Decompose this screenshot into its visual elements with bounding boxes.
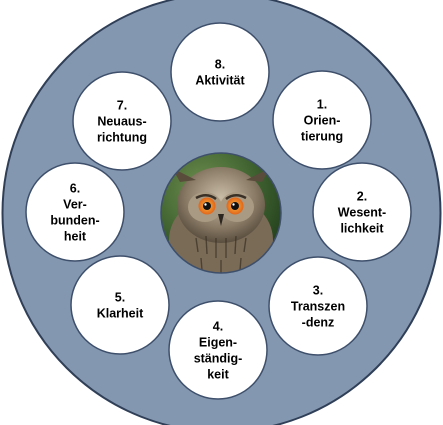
node-circle: [272, 70, 372, 170]
node-number: 1.: [317, 98, 327, 112]
node-number: 5.: [115, 291, 125, 305]
node-label-line: -denz: [302, 316, 335, 330]
node-3: 3. Transzen -denz: [268, 256, 368, 356]
node-circle: [268, 256, 368, 356]
node-6: 6. Ver-bunden-heit: [25, 162, 125, 262]
node-number: 2.: [357, 190, 367, 204]
node-label-line: Orien-: [304, 114, 341, 128]
node-number: 7.: [117, 99, 127, 113]
node-label-line: Aktivität: [195, 74, 245, 88]
node-circle: [72, 71, 172, 171]
center-image-border: [160, 152, 282, 274]
node-label-line: Eigen-: [199, 336, 237, 350]
node-label-line: Neuaus-: [97, 115, 146, 129]
node-number: 4.: [213, 320, 223, 334]
node-label-line: richtung: [97, 131, 147, 145]
node-number: 8.: [215, 58, 225, 72]
node-label-line: keit: [207, 368, 229, 382]
owl-photo: [161, 153, 281, 273]
node-label-line: Wesent-: [338, 206, 386, 220]
node-label-line: Klarheit: [97, 307, 144, 321]
node-1: 1. Orien-tierung: [272, 70, 372, 170]
node-4: 4. Eigen-ständig-keit: [168, 300, 268, 400]
node-label-line: Ver-: [63, 198, 87, 212]
node-label-line: ständig-: [194, 352, 243, 366]
node-label-line: Transzen: [291, 300, 345, 314]
node-number: 6.: [70, 182, 80, 196]
node-circle: [312, 162, 412, 262]
node-8: 8. Aktivität: [170, 22, 270, 122]
node-circle: [168, 300, 268, 400]
node-circle: [170, 22, 270, 122]
node-label-line: bunden-: [50, 214, 99, 228]
node-label-line: tierung: [301, 130, 343, 144]
node-7: 7. Neuaus-richtung: [72, 71, 172, 171]
node-circle: [25, 162, 125, 262]
node-number: 3.: [313, 284, 323, 298]
node-circle: [70, 255, 170, 355]
nodes-layer: 1. Orien-tierung 2. Wesent-lichkeit 3. Transz…: [25, 22, 412, 400]
node-5: 5. Klarheit: [70, 255, 170, 355]
node-label-line: heit: [64, 230, 87, 244]
node-label-line: lichkeit: [340, 222, 384, 236]
node-2: 2. Wesent-lichkeit: [312, 162, 412, 262]
